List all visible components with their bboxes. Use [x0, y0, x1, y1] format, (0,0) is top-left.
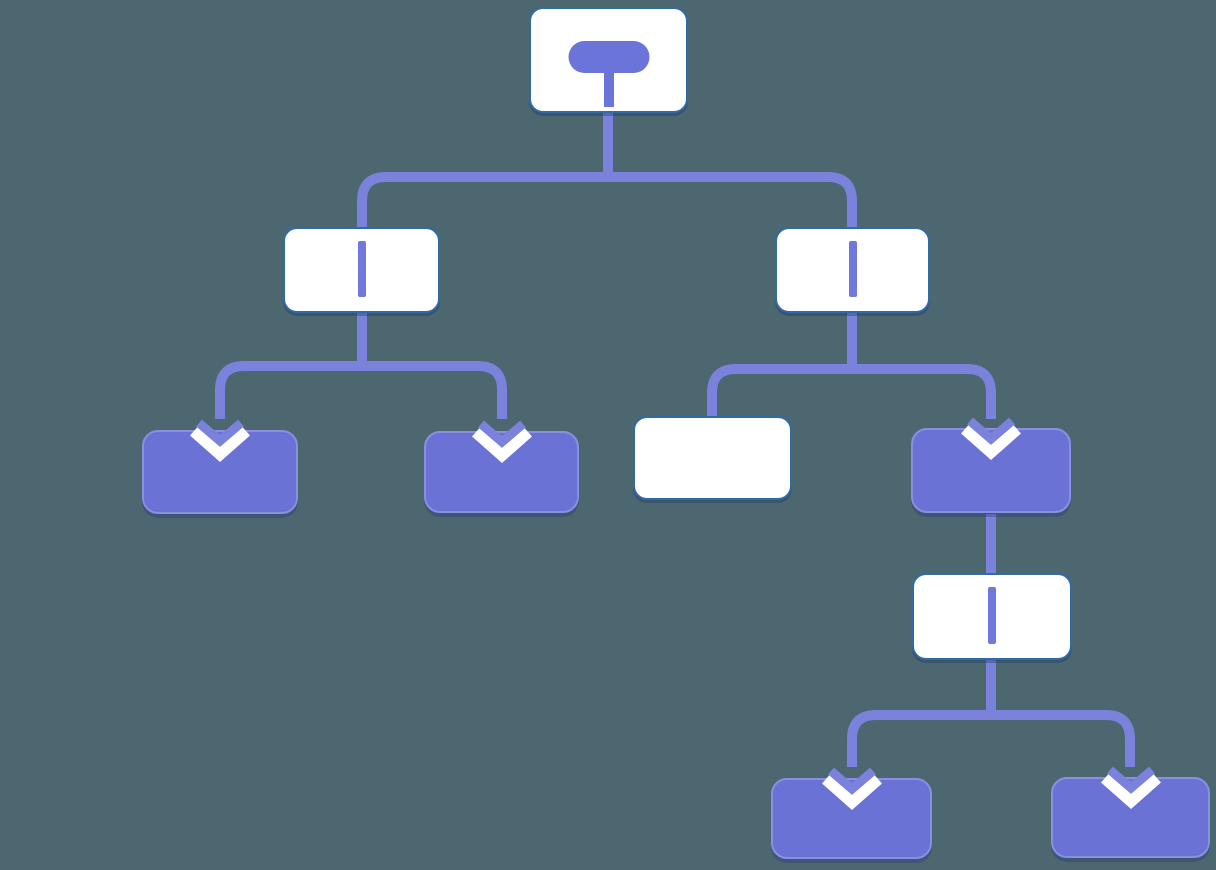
- tree-node-leaf-1[interactable]: [142, 419, 298, 514]
- tree-node-branch-right-child[interactable]: [911, 417, 1071, 513]
- tree-node-branch-left[interactable]: [283, 227, 440, 313]
- tree-node-branch-right[interactable]: [775, 227, 930, 313]
- vertical-bar-icon: [357, 241, 366, 297]
- chevron-down-icon[interactable]: [184, 408, 256, 464]
- chevron-down-icon[interactable]: [1095, 755, 1167, 811]
- edge-root-to-branches: [357, 172, 857, 227]
- root-pill-icon: [568, 41, 649, 73]
- root-pill-stem: [603, 71, 614, 107]
- tree-node-sub-branch[interactable]: [912, 573, 1072, 660]
- vertical-bar-icon: [848, 241, 857, 297]
- vertical-bar-icon: [988, 587, 996, 644]
- chevron-down-icon[interactable]: [816, 756, 888, 812]
- tree-node-leaf-3[interactable]: [633, 416, 792, 500]
- tree-node-root[interactable]: [529, 7, 688, 113]
- chevron-down-icon[interactable]: [466, 409, 538, 465]
- tree-node-leaf-2[interactable]: [424, 420, 579, 513]
- tree-node-leaf-4[interactable]: [771, 767, 932, 859]
- tree-node-leaf-5[interactable]: [1051, 766, 1210, 858]
- edge-branch-right-to-children: [707, 364, 996, 419]
- chevron-down-icon[interactable]: [955, 406, 1027, 462]
- edge-branch-left-to-leaves: [215, 361, 507, 419]
- edge-sub-branch-to-leaves: [847, 710, 1135, 767]
